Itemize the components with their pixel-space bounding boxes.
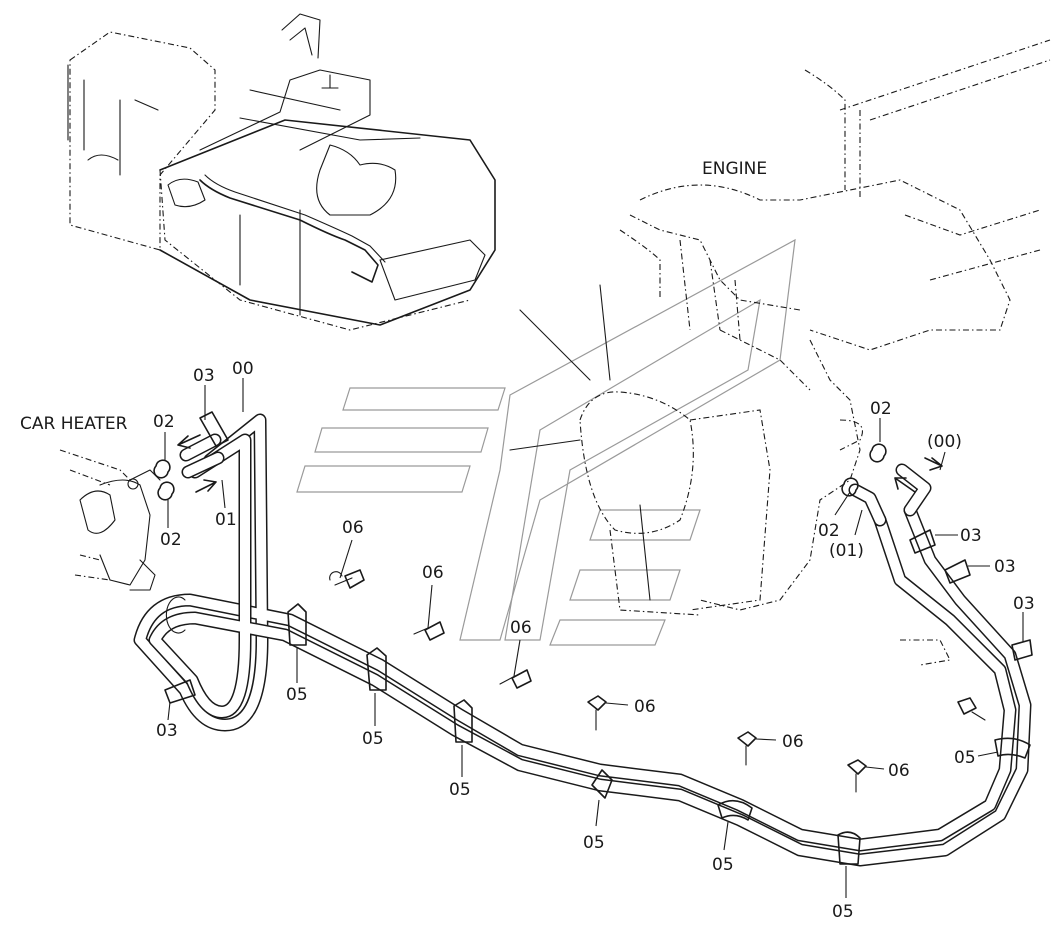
callout-06-c: 06: [510, 618, 532, 638]
callout-00-engine: (00): [927, 432, 962, 452]
callout-03-heater-top: 03: [193, 366, 215, 386]
callout-03-engine-a: 03: [960, 526, 982, 546]
callout-05-b: 05: [362, 729, 384, 749]
callout-05-c: 05: [449, 780, 471, 800]
callout-06-f: 06: [888, 761, 910, 781]
callout-06-d: 06: [634, 697, 656, 717]
watermark-logo: [296, 238, 796, 646]
callout-06-a: 06: [342, 518, 364, 538]
callout-03-engine-c: 03: [1013, 594, 1035, 614]
callout-05-e: 05: [712, 855, 734, 875]
callout-03-heater-bottom: 03: [156, 721, 178, 741]
bands: [164, 411, 1033, 704]
car-heater-unit: [59, 449, 161, 591]
bolts: [329, 569, 986, 793]
flow-arrows: [177, 434, 943, 493]
callout-02-heater-top: 02: [153, 412, 175, 432]
callout-02-engine-bottom: 02: [818, 521, 840, 541]
callout-06-b: 06: [422, 563, 444, 583]
engine-assembly: [509, 39, 1051, 666]
callout-03-engine-b: 03: [994, 557, 1016, 577]
excavator-overview: [67, 13, 496, 331]
clips: [287, 603, 1031, 865]
callout-05-f: 05: [832, 902, 854, 922]
callout-05-d: 05: [583, 833, 605, 853]
callout-01-heater: 01: [215, 510, 237, 530]
leader-lines: [164, 378, 1024, 898]
callout-01-engine: (01): [829, 541, 864, 561]
text-labels: ENGINE CAR HEATER 03 00 02 01 02 03 05 0…: [20, 159, 1035, 922]
clamps: [153, 443, 887, 501]
heater-hose-routing: [133, 413, 1032, 867]
callout-05-g: 05: [954, 748, 976, 768]
callout-02-heater-bottom: 02: [160, 530, 182, 550]
callout-00-heater: 00: [232, 359, 254, 379]
car-heater-label: CAR HEATER: [20, 414, 128, 434]
callout-02-engine-top: 02: [870, 399, 892, 419]
engine-label: ENGINE: [702, 159, 767, 179]
callout-05-a: 05: [286, 685, 308, 705]
callout-06-e: 06: [782, 732, 804, 752]
